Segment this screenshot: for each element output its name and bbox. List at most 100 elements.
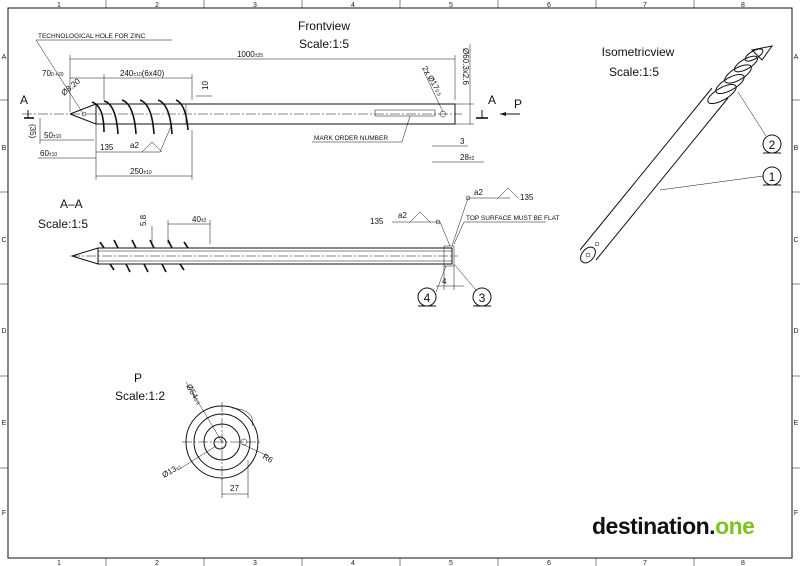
helix-flights [91,99,189,135]
svg-text:40±2: 40±2 [192,215,207,224]
svg-text:P: P [514,97,522,111]
dim-40: 40±2 [167,215,211,244]
iso-tip [750,45,774,61]
p-view-scale: Scale:1:2 [115,389,165,403]
svg-text:TOP SURFACE MUST BE FLAT: TOP SURFACE MUST BE FLAT [466,215,559,222]
dim-3: 3 [432,137,468,147]
svg-text:Ø13±1: Ø13±1 [161,462,184,480]
section-cap [443,245,455,267]
row-label: C [1,237,6,244]
svg-text:50±10: 50±10 [44,131,61,140]
svg-text:700 +20: 700 +20 [42,69,64,78]
svg-text:a2: a2 [130,141,139,150]
dim-60: 60±10 [38,149,96,159]
dim-35: (35) [28,118,41,144]
item-balloon-3: 3 [453,263,492,307]
col-label: 3 [253,2,257,9]
svg-text:3: 3 [479,291,486,305]
svg-text:A: A [20,93,28,107]
dim-54: Ø540.5 [184,381,223,443]
svg-text:135: 135 [370,217,384,226]
row-label: E [794,420,799,427]
dim-slot: 2x Ø170.5 [420,65,444,113]
row-label: E [2,420,7,427]
section-flights [99,239,189,273]
dim-240: 240±10(6x40) [103,69,193,100]
iso-helix [707,48,764,105]
dim-4: 4 [436,266,464,290]
view-arrow-p: P [500,97,522,116]
destination-one-logo: destination.one [592,513,755,539]
svg-text:27: 27 [230,484,239,493]
col-label: 4 [351,560,355,566]
svg-text:135: 135 [100,143,114,152]
p-view-title: P [134,371,142,385]
weld-symbol-right: a2 135 [451,187,534,247]
col-label: 6 [547,560,551,566]
item-balloon-1: 1 [659,166,782,191]
col-label: 2 [155,2,159,9]
svg-text:60±10: 60±10 [40,149,57,158]
col-label: 5 [449,2,453,9]
svg-text:3: 3 [460,137,465,146]
col-label: 8 [741,560,745,566]
svg-text:135: 135 [520,193,534,202]
svg-text:240±10(6x40): 240±10(6x40) [120,69,165,78]
svg-text:Ø60.3x2.6: Ø60.3x2.6 [461,48,470,85]
dim-od: Ø60.3x2.6 [455,44,474,125]
section-view: A–A Scale:1:5 40±2 5.8 [38,187,559,307]
dim-10: 10 [196,81,212,97]
col-label: 3 [253,560,257,566]
svg-text:a2: a2 [398,211,407,220]
svg-text:10: 10 [201,81,210,90]
dim-50: 50±10 [40,131,94,141]
dim-27: 27 [221,460,249,498]
col-label: 6 [547,2,551,9]
front-view: Frontview Scale:1:5 A A [20,19,522,180]
section-mark-right: A [476,93,496,119]
row-label: C [793,237,798,244]
pipe-tip [69,103,97,125]
slot-hole [439,110,447,118]
row-label: A [794,54,799,61]
iso-view: Isometricview Scale:1:5 2 1 [579,45,782,264]
svg-text:a2: a2 [474,188,483,197]
col-label: 2 [155,560,159,566]
dim-70: 700 +20 [42,69,104,79]
row-label: F [794,510,798,517]
svg-text:Ø540.5: Ø540.5 [184,383,203,407]
section-tip [71,247,99,265]
section-pipe [97,247,453,265]
note-mark-order: MARK ORDER NUMBER [312,115,411,143]
mark-order-box [374,109,436,117]
front-view-title: Frontview [298,19,350,33]
row-label: B [2,145,7,152]
section-view-title: A–A [60,197,83,211]
note-zinc-hole: TECHNOLOGICAL HOLE FOR ZINC [35,33,172,113]
weld-symbol-left: 135 a2 [370,211,451,247]
col-label: 7 [643,560,647,566]
dim-135-weld: 135 a2 [96,123,173,153]
p-center-hole [213,436,227,450]
p-view: P Scale:1:2 Ø540.5 Ø13±1 R6 27 [115,371,275,498]
svg-text:5.8: 5.8 [139,214,148,226]
front-view-scale: Scale:1:5 [299,37,349,51]
svg-text:1: 1 [769,170,776,184]
svg-text:250±10: 250±10 [130,167,152,176]
col-label: 1 [57,560,61,566]
svg-text:1000±25: 1000±25 [237,50,263,59]
row-label: A [2,54,7,61]
item-balloon-2: 2 [737,91,782,154]
iso-pipe-end [580,246,596,264]
row-label: B [794,145,799,152]
zinc-hole [81,111,87,117]
svg-text:4: 4 [424,291,431,305]
svg-text:TECHNOLOGICAL HOLE FOR ZINC: TECHNOLOGICAL HOLE FOR ZINC [38,33,146,40]
p-slot [231,407,253,427]
col-label: 4 [351,2,355,9]
svg-text:2: 2 [769,138,776,152]
row-label: D [793,328,798,335]
svg-text:A: A [488,93,496,107]
